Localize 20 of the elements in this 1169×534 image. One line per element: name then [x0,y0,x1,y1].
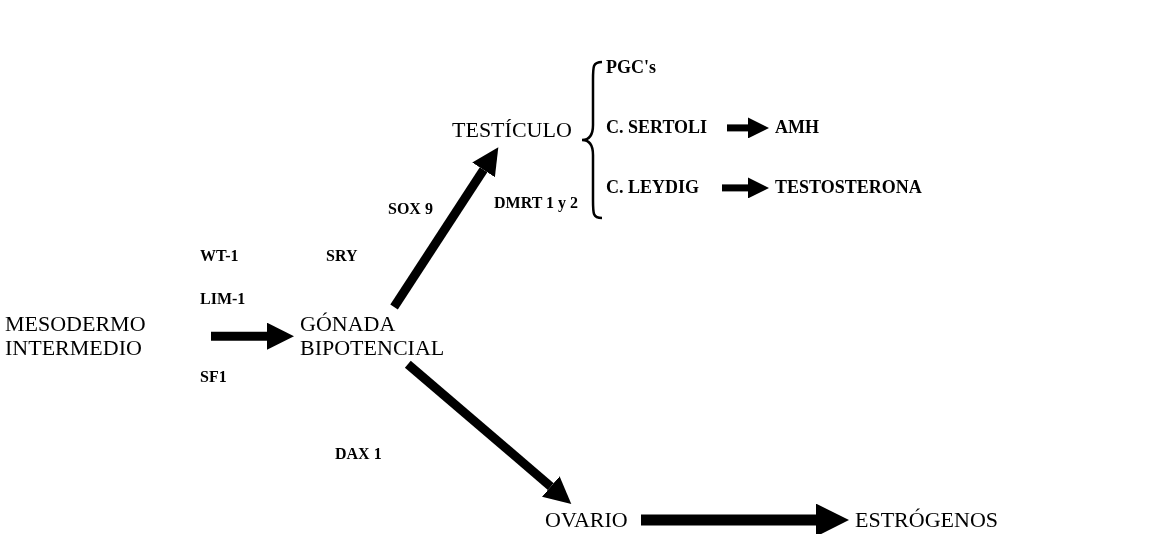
arrow [641,503,849,534]
gene-label: DMRT 1 y 2 [494,194,579,212]
cell-type-label: AMH [775,118,835,138]
cell-type-label: C. SERTOLI [606,118,721,138]
stage-label: OVARIO [545,508,635,533]
gene-label: SOX 9 [388,200,433,218]
gene-label: LIM-1 [200,290,246,308]
stage-label: ESTRÓGENOS [855,508,995,533]
gene-label: SRY [326,247,358,265]
arrow [404,360,572,505]
stage-label: GÓNADA BIPOTENCIAL [300,312,450,361]
gene-label: SF1 [200,368,227,386]
arrow [211,322,294,350]
cell-type-label: C. LEYDIG [606,178,716,198]
gene-label: WT-1 [200,247,239,265]
cell-type-label: TESTOSTERONA [775,178,935,198]
cell-type-label: PGC's [606,58,686,78]
gene-label: DAX 1 [335,445,382,463]
arrow [390,147,499,310]
stage-label: MESODERMO INTERMEDIO [5,312,205,361]
